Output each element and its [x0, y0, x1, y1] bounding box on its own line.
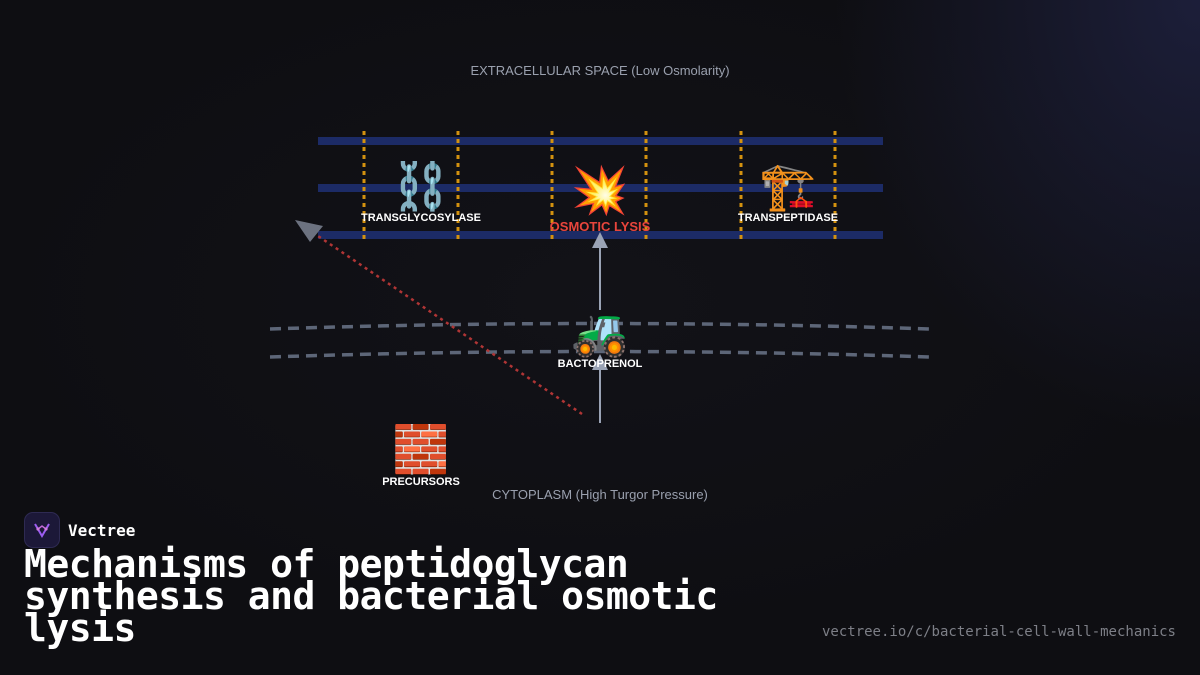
node-transpeptidase: 🏗️ TRANSPEPTIDASE: [738, 159, 838, 224]
cytoplasmic-membrane: [269, 321, 931, 359]
glycan-strand-2: [318, 184, 883, 192]
bactoprenol-label: BACTOPRENOL: [558, 358, 643, 370]
transglycosylase-label: TRANSGLYCOSYLASE: [361, 212, 481, 224]
node-precursors: 🧱 PRECURSORS: [382, 422, 460, 488]
explosion-icon: 💥: [571, 163, 628, 218]
failure-path-arrowhead: [295, 220, 323, 242]
chain-icon: ⛓️: [392, 159, 449, 213]
cytoplasm-label: CYTOPLASM (High Turgor Pressure): [492, 487, 708, 502]
tractor-icon: 🚜: [571, 305, 628, 359]
source-url: vectree.io/c/bacterial-cell-wall-mechani…: [821, 624, 1176, 640]
node-transglycosylase: ⛓️ TRANSGLYCOSYLASE: [361, 159, 481, 224]
glycan-strand-1: [318, 137, 883, 145]
node-osmotic-lysis: 💥 OSMOTIC LYSIS: [550, 163, 651, 234]
osmotic-lysis-label: OSMOTIC LYSIS: [550, 219, 651, 234]
membrane-outer-leaflet: [269, 321, 931, 331]
vectree-logo-icon: [24, 512, 60, 548]
bricks-icon: 🧱: [392, 422, 449, 476]
membrane-inner-leaflet: [269, 349, 931, 359]
extracellular-label: EXTRACELLULAR SPACE (Low Osmolarity): [470, 63, 729, 78]
transpeptidase-label: TRANSPEPTIDASE: [738, 212, 838, 224]
brand-name: Vectree: [68, 520, 136, 540]
precursors-label: PRECURSORS: [382, 476, 460, 488]
page-title: Mechanisms of peptidoglycan synthesis an…: [24, 542, 718, 650]
node-bactoprenol: 🚜 BACTOPRENOL: [558, 305, 643, 370]
brand: Vectree: [24, 512, 135, 548]
crane-icon: 🏗️: [759, 159, 816, 213]
